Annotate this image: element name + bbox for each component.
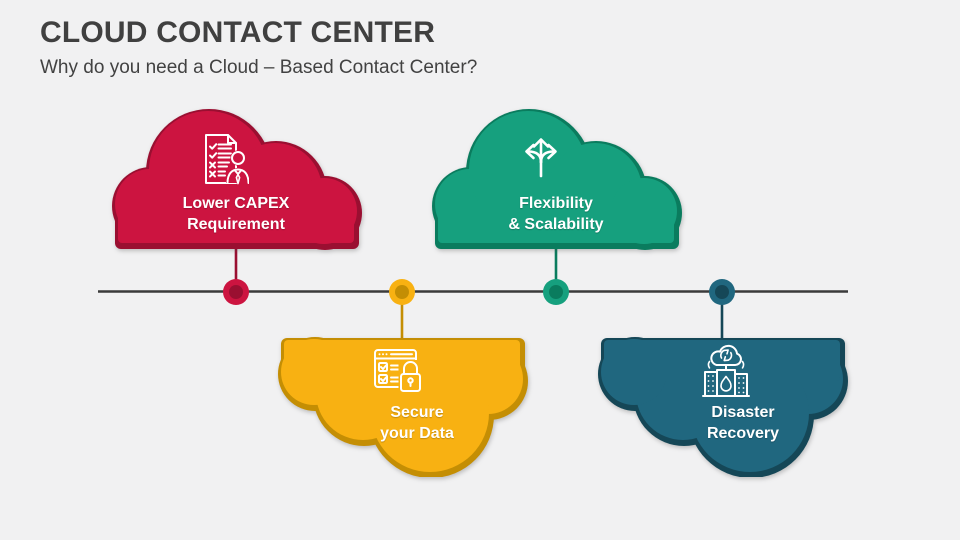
timeline-dot-lower-capex (223, 279, 249, 305)
page-title: CLOUD CONTACT CENTER (40, 16, 436, 49)
timeline-dot-secure-data (389, 279, 415, 305)
building-fire-cloud-recovery-icon (702, 344, 750, 397)
label-line-2: Recovery (706, 425, 780, 442)
building-windows (707, 375, 745, 394)
item-label-flexibility: Flexibility & Scalability (456, 193, 656, 235)
label-line-2: & Scalability (508, 216, 604, 233)
checklist-person-icon (205, 134, 249, 185)
label-line-2: Requirement (187, 216, 285, 233)
timeline-dot-flexibility (543, 279, 569, 305)
label-line-1: Lower CAPEX (182, 195, 290, 212)
page-subtitle: Why do you need a Cloud – Based Contact … (40, 57, 478, 78)
label-line-1: Secure (390, 404, 444, 421)
label-line-1: Disaster (711, 404, 775, 421)
item-label-lower-capex: Lower CAPEX Requirement (136, 193, 336, 235)
label-line-2: your Data (380, 425, 454, 442)
timeline-dot-disaster-recovery (709, 279, 735, 305)
browser-padlock-icon (374, 349, 424, 394)
item-label-disaster-recovery: Disaster Recovery (643, 402, 843, 444)
item-label-secure-data: Secure your Data (317, 402, 517, 444)
label-line-1: Flexibility (519, 195, 593, 212)
branching-arrows-icon (525, 138, 557, 178)
